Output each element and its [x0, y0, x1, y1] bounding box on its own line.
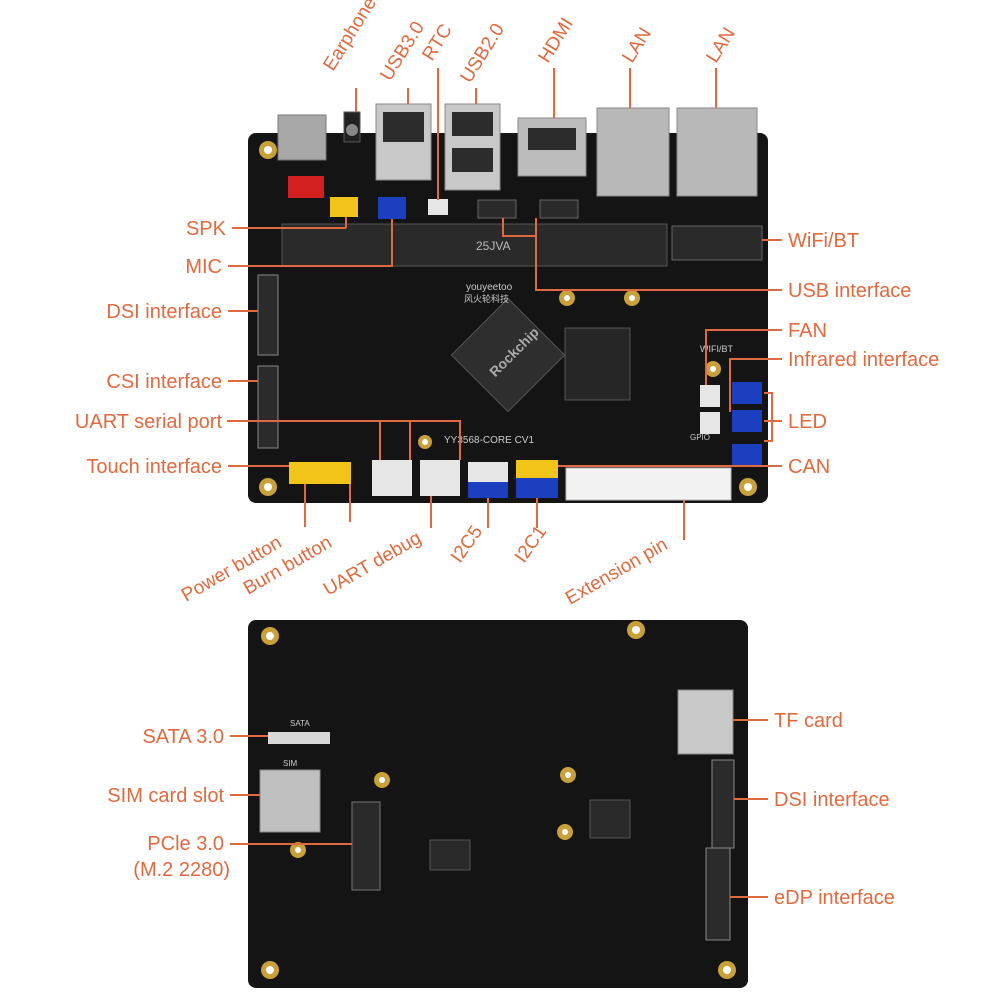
label-i2c5: I2C5 [447, 522, 487, 567]
edp-connector [705, 847, 731, 941]
can-header [732, 444, 762, 466]
label-tf-card: TF card [774, 710, 843, 732]
leader-lines [227, 68, 782, 898]
touch-header [289, 462, 351, 484]
led-header-1 [732, 382, 762, 404]
label-lan-1: LAN [618, 24, 655, 66]
label-csi: CSI interface [106, 371, 222, 393]
label-touch: Touch interface [86, 456, 222, 478]
mic-header [378, 197, 406, 219]
lan-port-1 [596, 107, 670, 197]
uart-header-2 [420, 460, 460, 496]
power-header [288, 176, 324, 198]
bottom-labels: SATA 3.0 SIM card slot PCle 3.0 (M.2 228… [107, 710, 895, 909]
m2-pcie-slot [351, 801, 381, 891]
label-can: CAN [788, 456, 830, 478]
lan-port-2 [676, 107, 758, 197]
label-uart-serial: UART serial port [75, 411, 223, 433]
label-extension-pin: Extension pin [562, 534, 671, 609]
uart-debug-header [468, 462, 508, 482]
wifi-m2-slot [671, 225, 763, 261]
i2c1-header [516, 478, 558, 498]
ir-header [700, 412, 720, 434]
sata-silk: SATA [290, 719, 310, 728]
label-bottom-dsi: DSI interface [774, 789, 890, 811]
dsi-connector [257, 274, 279, 356]
sim-slot [259, 769, 321, 833]
label-dsi: DSI interface [106, 301, 222, 323]
csi-connector [257, 365, 279, 449]
label-edp: eDP interface [774, 887, 895, 909]
label-sata: SATA 3.0 [142, 726, 224, 748]
core-silk: YY3568-CORE CV1 [444, 435, 534, 446]
i2c5-header [468, 482, 508, 498]
label-spk: SPK [186, 218, 227, 240]
sata-connector [268, 732, 330, 744]
gpio-silk: GPIO [690, 433, 710, 442]
bottom-board: SATA SIM [248, 620, 748, 988]
power-jack [277, 114, 327, 161]
label-infrared: Infrared interface [788, 349, 939, 371]
label-sim: SIM card slot [107, 785, 224, 807]
sim-silk: SIM [283, 759, 298, 768]
label-earphone: Earphone [319, 0, 380, 75]
label-mic: MIC [185, 256, 222, 278]
fan-header [700, 385, 720, 407]
spk-header [330, 197, 358, 217]
bottom-dsi-connector [711, 759, 735, 849]
led-header-2 [732, 410, 762, 432]
uart-header-1 [372, 460, 412, 496]
label-pcie-m2: (M.2 2280) [133, 859, 230, 881]
label-pcie: PCle 3.0 [147, 833, 224, 855]
bottom-pcb [248, 620, 748, 988]
core-slot [281, 223, 668, 267]
label-i2c1: I2C1 [511, 522, 551, 567]
label-uart-debug: UART debug [320, 528, 425, 601]
label-fan: FAN [788, 320, 827, 342]
label-led: LED [788, 411, 827, 433]
soc-chip [450, 297, 566, 413]
label-usb2: USB2.0 [456, 20, 509, 87]
label-hdmi: HDMI [534, 14, 578, 66]
label-wifi-bt: WiFi/BT [788, 230, 859, 252]
brand-cn-silk: 风火轮科技 [464, 293, 509, 304]
rtc-header [428, 199, 448, 215]
extension-pin-header [565, 467, 732, 501]
can-yellow-header [516, 460, 558, 478]
wifi-silk: WIFI/BT [700, 344, 733, 354]
tf-card-slot [677, 689, 734, 755]
label-lan-2: LAN [702, 24, 739, 66]
top-board: 25JVA Rockchip YY3568-CORE CV1 youyeetoo… [248, 103, 768, 503]
earphone-jack [346, 124, 358, 136]
slot-silk: 25JVA [476, 239, 510, 253]
memory-chip [564, 327, 631, 401]
brand-silk: youyeetoo [466, 282, 513, 293]
label-usb-interface: USB interface [788, 280, 911, 302]
